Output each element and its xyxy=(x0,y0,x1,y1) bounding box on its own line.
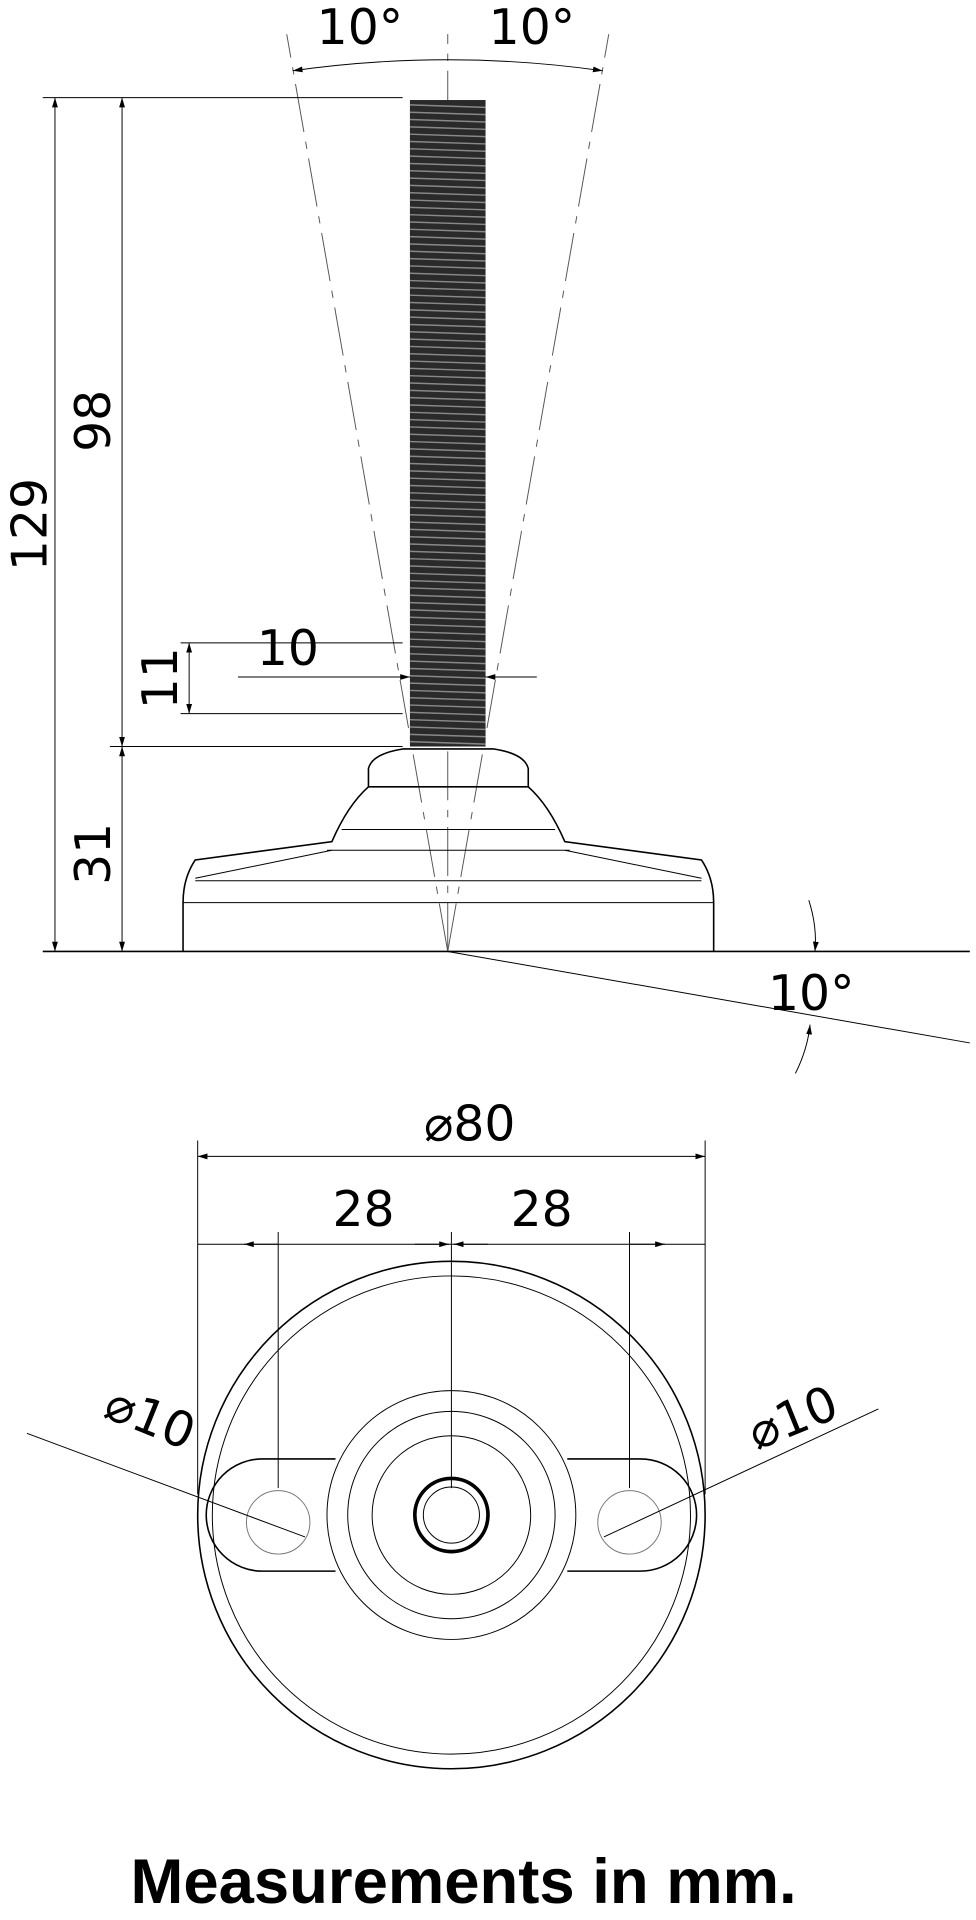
thread-diameter-label: 10 xyxy=(257,620,319,677)
side-view: 10° 10° 129 98 31 11 10 10° xyxy=(1,0,970,1074)
total-height-label: 129 xyxy=(1,478,58,571)
hole-diameter-right-label: ⌀10 xyxy=(740,1374,846,1461)
nut-height-label: 11 xyxy=(132,647,189,709)
hole-offset-right-label: 28 xyxy=(511,1181,573,1238)
base-diameter-label: ⌀80 xyxy=(424,1096,515,1153)
hole-offset-left-label: 28 xyxy=(333,1181,395,1238)
angle-left-label: 10° xyxy=(317,0,403,56)
tilt-angle-label: 10° xyxy=(768,965,854,1022)
leveling-base xyxy=(182,748,715,952)
thread-height-label: 98 xyxy=(65,390,122,452)
threaded-bolt xyxy=(409,100,486,747)
top-view: ⌀80 28 28 ⌀10 ⌀10 xyxy=(26,1096,879,1770)
angle-right-label: 10° xyxy=(489,0,575,56)
base-height-label: 31 xyxy=(65,823,122,885)
caption: Measurements in mm. xyxy=(131,1847,797,1917)
hole-diameter-left-label: ⌀10 xyxy=(97,1374,203,1461)
